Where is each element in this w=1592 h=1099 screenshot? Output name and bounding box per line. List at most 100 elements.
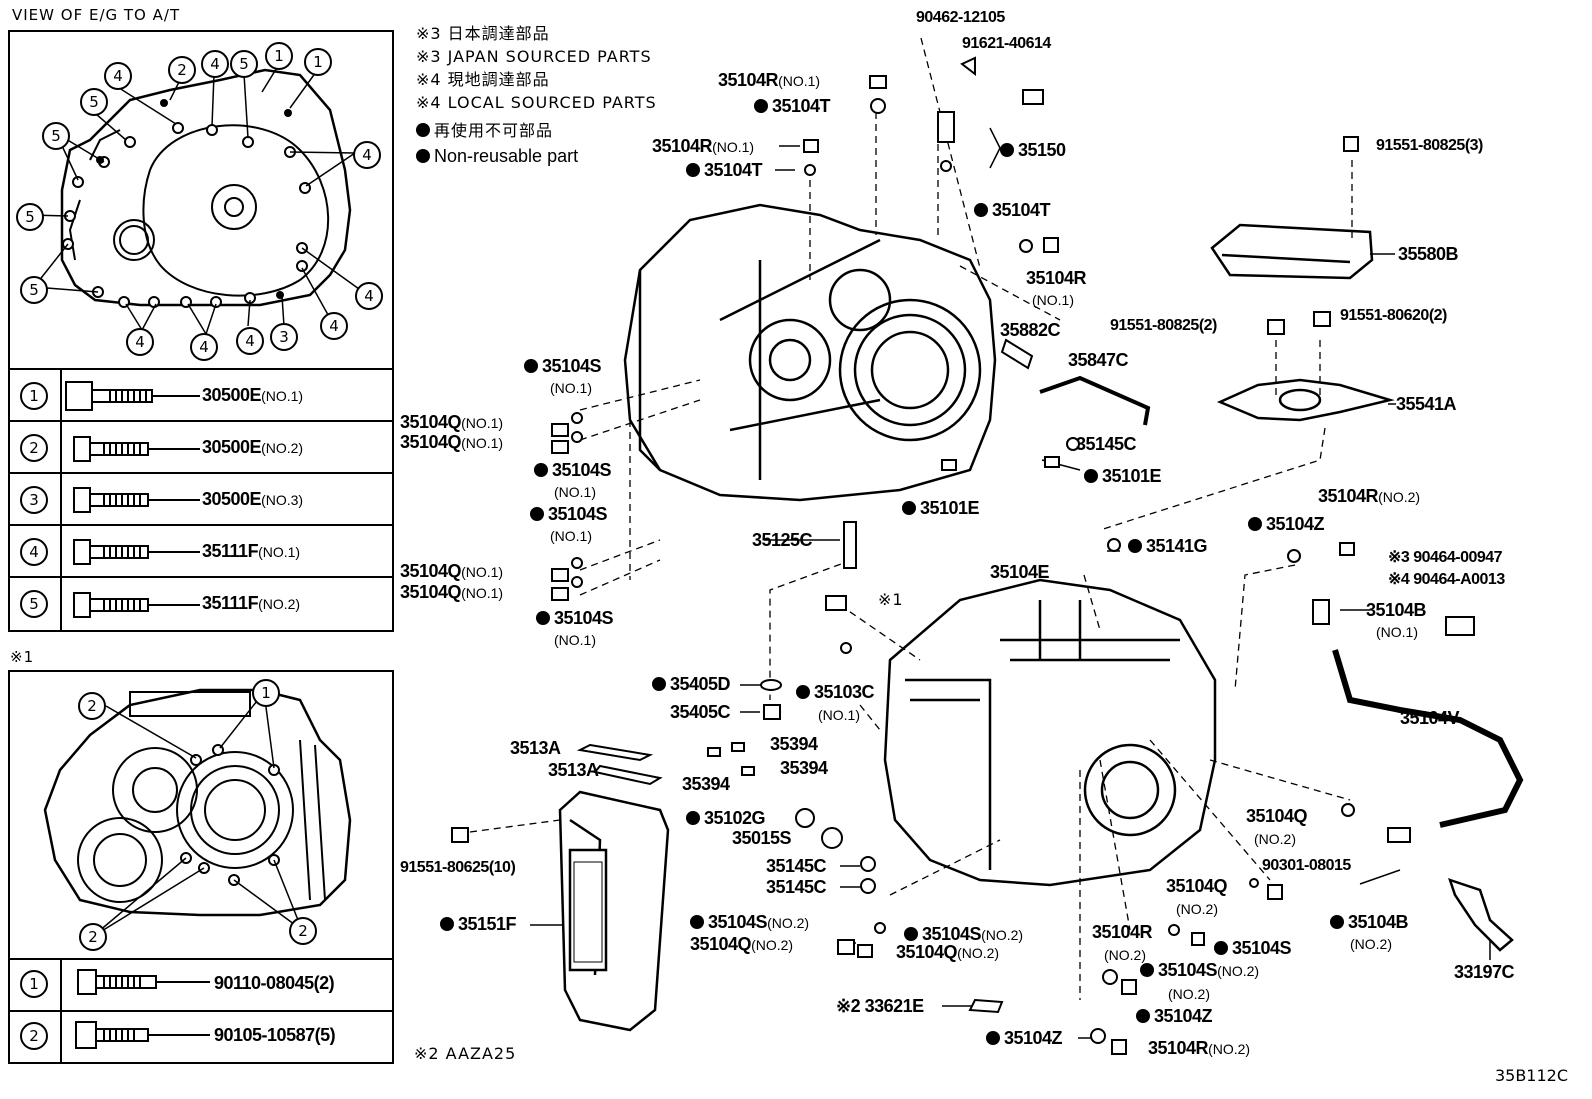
- label-35104R-no1-b[interactable]: 35104R(NO.1): [652, 136, 755, 156]
- label-3513A-a[interactable]: 3513A: [510, 738, 561, 758]
- row-callout: 5: [20, 590, 48, 618]
- label-35104R-no1-a[interactable]: 35104R(NO.1): [718, 70, 821, 90]
- label-35104R-c[interactable]: 35104R: [1026, 268, 1087, 288]
- label-35101E-a[interactable]: 35101E: [1084, 466, 1162, 486]
- row-part: 90110-08045(2): [214, 973, 335, 993]
- inset-top-case-drawing: [60, 68, 352, 307]
- label-35104S-no2-h[interactable]: 35104S(NO.2): [1140, 960, 1259, 981]
- label-91551-80625-10[interactable]: 91551-80625(10): [400, 859, 516, 876]
- label-90464-A0013[interactable]: ※4 90464-A0013: [1388, 571, 1505, 588]
- label-35104B-a[interactable]: 35104B: [1366, 600, 1427, 620]
- label-35104S-d[interactable]: 35104S: [536, 608, 614, 628]
- label-35104Q-no2-g[interactable]: 35104Q(NO.2): [690, 934, 794, 954]
- inset-top-row-5: [10, 576, 392, 630]
- label-35580B[interactable]: 35580B: [1398, 244, 1459, 264]
- label-35405D[interactable]: 35405D: [652, 674, 731, 694]
- nonreusable-dot-icon: [440, 917, 454, 931]
- row-part: 30500E(NO.1): [202, 385, 304, 405]
- label-35150[interactable]: 35150: [1000, 140, 1066, 160]
- label-35104B-b[interactable]: 35104B: [1330, 912, 1409, 932]
- label-35405C[interactable]: 35405C: [670, 702, 731, 722]
- label-35141G[interactable]: 35141G: [1128, 536, 1208, 556]
- callout: 4: [320, 312, 348, 340]
- label-35104Q-no1-a[interactable]: 35104Q(NO.1): [400, 412, 504, 432]
- label-35104R-no2-d[interactable]: 35104R(NO.2): [1318, 486, 1421, 506]
- small-parts: [451, 56, 1475, 1055]
- label-35145C-a[interactable]: 35145C: [1076, 434, 1137, 454]
- label-35104S-g[interactable]: 35104S: [1214, 938, 1292, 958]
- label-35102G[interactable]: 35102G: [686, 808, 766, 828]
- label-35104S-no2-e[interactable]: 35104S(NO.2): [690, 912, 809, 933]
- callout: 4: [201, 50, 229, 78]
- label-35394-c[interactable]: 35394: [682, 774, 730, 794]
- nonreusable-dot-icon: [974, 203, 988, 217]
- label-35104Q-e-sub: (NO.2): [1254, 831, 1296, 847]
- label-35103C[interactable]: 35103C: [796, 682, 875, 702]
- nonreusable-dot-icon: [416, 149, 430, 163]
- row-part: 35111F(NO.1): [202, 541, 301, 561]
- label-35104Z-c[interactable]: 35104Z: [986, 1028, 1063, 1048]
- nonreusable-dot-icon: [1248, 517, 1262, 531]
- label-90462-12105[interactable]: 90462-12105: [916, 9, 1005, 26]
- label-35104T-b[interactable]: 35104T: [686, 160, 763, 180]
- label-90301-08015[interactable]: 90301-08015: [1262, 857, 1351, 874]
- label-35104T-c[interactable]: 35104T: [974, 200, 1051, 220]
- label-35104Q-f-sub: (NO.2): [1176, 901, 1218, 917]
- row-callout: 3: [20, 486, 48, 514]
- label-35104V[interactable]: 35104V: [1400, 708, 1460, 728]
- oil-pan-drawing: [558, 790, 670, 1032]
- label-33621E[interactable]: ※2 33621E: [836, 996, 924, 1016]
- label-35015S[interactable]: 35015S: [732, 828, 792, 848]
- label-35101E-b[interactable]: 35101E: [902, 498, 980, 518]
- label-35104S-a[interactable]: 35104S: [524, 356, 602, 376]
- label-35104Q-no1-b[interactable]: 35104Q(NO.1): [400, 432, 504, 452]
- label-91551-80620-2[interactable]: 91551-80620(2): [1340, 307, 1447, 324]
- label-35104E[interactable]: 35104E: [990, 562, 1050, 582]
- label-35104Q-no1-c[interactable]: 35104Q(NO.1): [400, 561, 504, 581]
- nonreusable-dot-icon: [530, 507, 544, 521]
- label-35394-b[interactable]: 35394: [780, 758, 828, 778]
- label-35104Z-a[interactable]: 35104Z: [1248, 514, 1325, 534]
- label-90464-00947[interactable]: ※3 90464-00947: [1388, 549, 1503, 566]
- label-3513A-b[interactable]: 3513A: [548, 760, 599, 780]
- label-35145C-c[interactable]: 35145C: [766, 877, 827, 897]
- label-35104S-c[interactable]: 35104S: [530, 504, 608, 524]
- label-35882C[interactable]: 35882C: [1000, 320, 1061, 340]
- label-35104R-c-sub: (NO.1): [1032, 292, 1074, 308]
- label-91621-40614[interactable]: 91621-40614: [962, 35, 1051, 52]
- label-35104Q-no1-d[interactable]: 35104Q(NO.1): [400, 582, 504, 602]
- label-35104Q-no2-h[interactable]: 35104Q(NO.2): [896, 942, 1000, 962]
- label-91551-80825-3[interactable]: 91551-80825(3): [1376, 137, 1483, 154]
- label-35104B-b-sub: (NO.2): [1350, 936, 1392, 952]
- callout: 4: [353, 141, 381, 169]
- inset-bottom-case-drawing: [43, 688, 352, 917]
- label-35104S-no2-f[interactable]: 35104S(NO.2): [904, 924, 1023, 945]
- label-35104R-e[interactable]: 35104R: [1092, 922, 1153, 942]
- nonreusable-dot-icon: [686, 163, 700, 177]
- ref-mark-1: ※1: [10, 648, 35, 666]
- label-35104S-h-sub: (NO.2): [1168, 986, 1210, 1002]
- row-part: 90105-10587(5): [214, 1025, 336, 1045]
- label-35151F[interactable]: 35151F: [440, 914, 517, 934]
- callout: 4: [190, 333, 218, 361]
- label-35104Q-e[interactable]: 35104Q: [1246, 806, 1308, 826]
- label-35104R-no2-f[interactable]: 35104R(NO.2): [1148, 1038, 1251, 1058]
- label-35104T-a[interactable]: 35104T: [754, 96, 831, 116]
- label-35145C-b[interactable]: 35145C: [766, 856, 827, 876]
- row-part: 30500E(NO.3): [202, 489, 304, 509]
- label-35541A[interactable]: 35541A: [1396, 394, 1457, 414]
- label-35104Q-f[interactable]: 35104Q: [1166, 876, 1228, 896]
- inset-bottom: [8, 670, 394, 1064]
- nonreusable-dot-icon: [1136, 1009, 1150, 1023]
- label-35847C[interactable]: 35847C: [1068, 350, 1129, 370]
- label-35104S-b[interactable]: 35104S: [534, 460, 612, 480]
- label-91551-80825-2[interactable]: 91551-80825(2): [1110, 317, 1217, 334]
- row-callout: 2: [20, 434, 48, 462]
- label-33197C[interactable]: 33197C: [1454, 962, 1515, 982]
- label-35394-a[interactable]: 35394: [770, 734, 818, 754]
- label-35104Z-b[interactable]: 35104Z: [1136, 1006, 1213, 1026]
- label-35104S-d-sub: (NO.1): [554, 632, 596, 648]
- label-35125C[interactable]: 35125C: [752, 530, 813, 550]
